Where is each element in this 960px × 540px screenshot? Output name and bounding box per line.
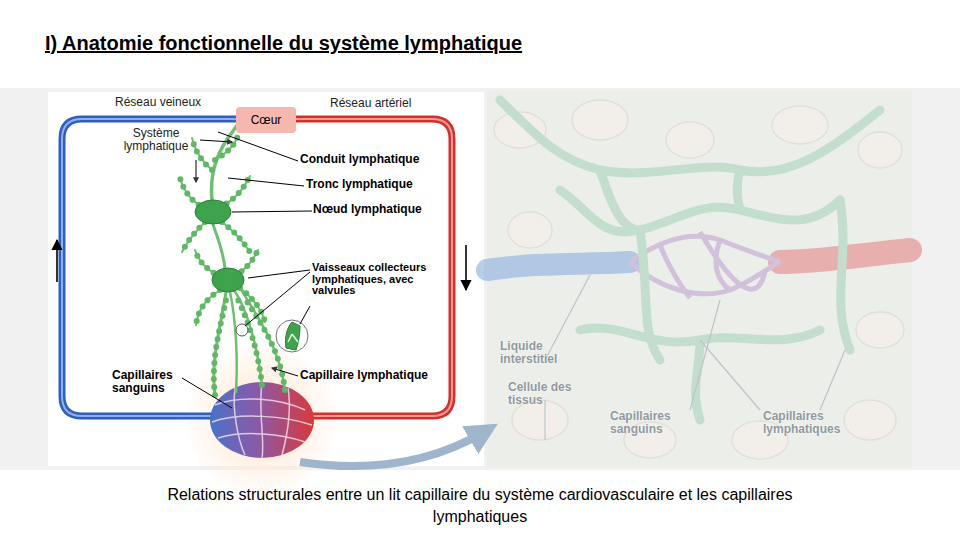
- figure-caption: Relations structurales entre un lit capi…: [140, 484, 820, 529]
- lymph-node-shape: [195, 200, 231, 224]
- network-label: Réseau veineux: [115, 96, 225, 109]
- leader-lines: [182, 132, 312, 408]
- left-panel: [48, 92, 484, 466]
- tissue-background: [487, 90, 912, 468]
- valve-marker: [236, 324, 248, 336]
- tissue-label: Capillaires sanguins: [610, 410, 690, 437]
- node-label: Cœur: [251, 113, 282, 127]
- valve-symbol: [285, 322, 300, 350]
- valve-zoom: [276, 320, 308, 352]
- tissue-illustration: [487, 90, 912, 468]
- venous-highlight: [62, 119, 236, 416]
- network-label: Réseau artériel: [330, 97, 440, 110]
- valve-flaps: [288, 334, 298, 342]
- part-label: Vaisseaux collecteurs lymphatiques, avec…: [312, 262, 434, 297]
- lymph-capillary-network: [500, 100, 880, 420]
- capillary-bed: [210, 382, 314, 458]
- heart-box: Cœur: [236, 107, 296, 133]
- flow-arrow: [465, 245, 467, 290]
- system-label: Système lymphatique: [112, 127, 200, 154]
- part-label: Nœud lymphatique: [313, 203, 473, 216]
- tissue-cells: [494, 100, 904, 459]
- lymphatic-vessels: [180, 124, 285, 395]
- vein-segment: [487, 262, 630, 270]
- tissue-label: Capillaires lymphatiques: [763, 410, 863, 437]
- flow-arrow: [56, 240, 58, 282]
- diagram-title: I) Anatomie fonctionnelle du système lym…: [45, 32, 522, 54]
- tissue-label: Liquide interstitiel: [500, 340, 580, 367]
- tissue-label: Cellule des tissus: [508, 381, 580, 408]
- part-label: Conduit lymphatique: [300, 153, 460, 166]
- part-label: Capillaire lymphatique: [300, 369, 470, 382]
- capillary-mesh: [212, 383, 312, 458]
- part-label: Tronc lymphatique: [306, 178, 466, 191]
- lymph-node-shape: [212, 268, 244, 292]
- venous-network: [62, 119, 236, 416]
- blood-capillary-mesh: [630, 232, 780, 298]
- part-label: Capillaires sanguins: [112, 369, 192, 396]
- zoom-arrow: [300, 432, 484, 466]
- lymph-vessel-beads: [180, 136, 285, 395]
- panel-background: [0, 88, 960, 470]
